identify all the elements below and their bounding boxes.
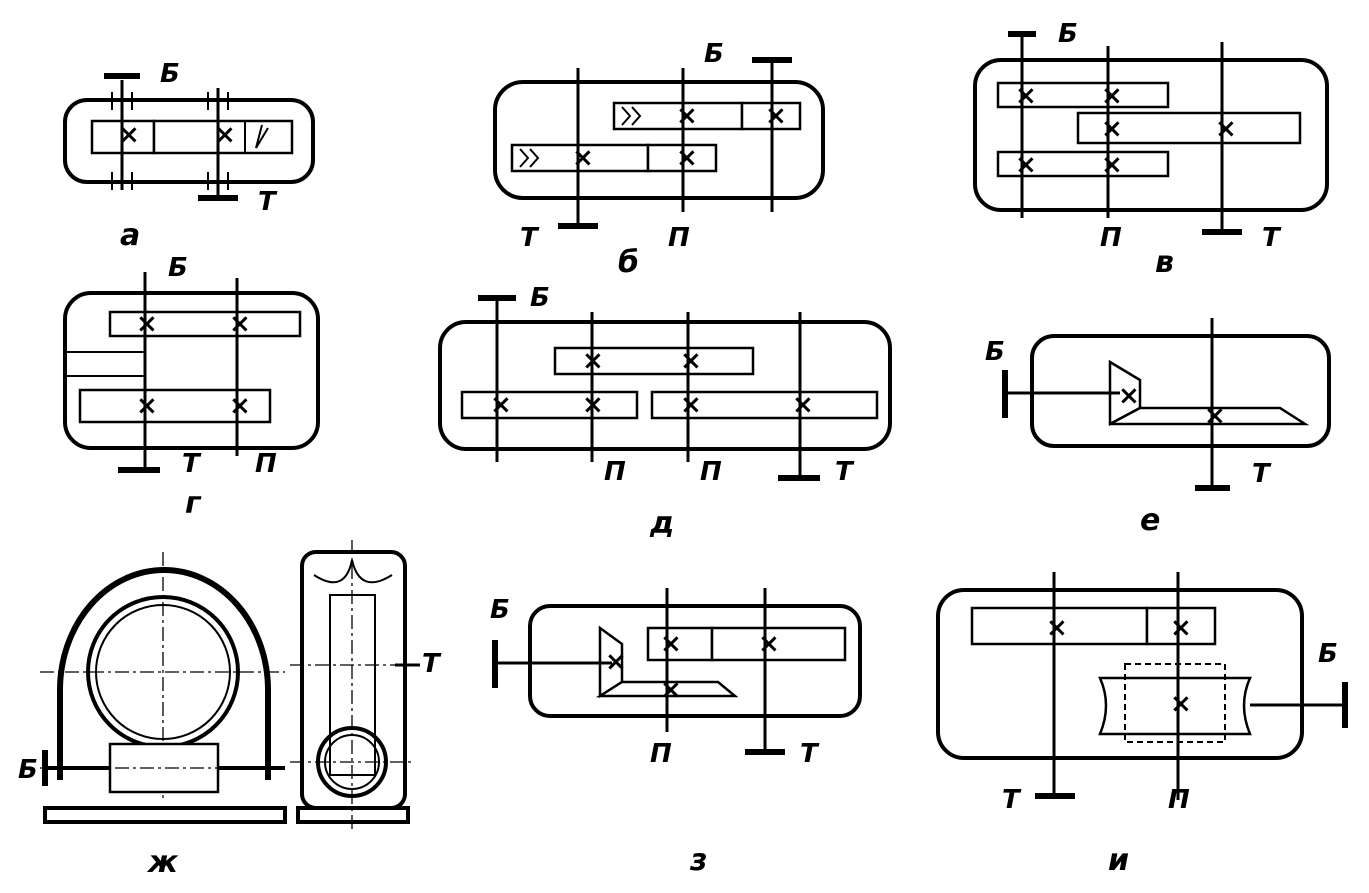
housing xyxy=(63,291,320,450)
bevel-gear xyxy=(1109,406,1310,426)
scheme-z: × × × × Б П Т з xyxy=(490,588,862,878)
gear-mark: × xyxy=(660,629,682,659)
label-input: Б xyxy=(985,337,1005,367)
label-intermediate: П xyxy=(650,739,672,769)
gear-mark: × xyxy=(1170,689,1192,719)
gear-mark: × xyxy=(582,390,604,420)
label-input: Б xyxy=(160,59,180,89)
gear xyxy=(996,150,1170,178)
housing xyxy=(438,320,892,451)
gear-mark: × xyxy=(758,629,780,659)
gear xyxy=(510,143,650,173)
housing-arc xyxy=(57,567,271,780)
gear xyxy=(996,81,1170,109)
gear-mark: × xyxy=(1046,613,1068,643)
label-input: Б xyxy=(168,253,188,283)
scheme-zh: Б Т ж xyxy=(18,540,442,880)
scheme-b: × × × × Б Т П б xyxy=(493,39,825,280)
label-output: Т xyxy=(800,739,820,769)
gear-mark: × xyxy=(605,647,627,677)
gear-mark: × xyxy=(660,675,682,705)
caption-zh: ж xyxy=(146,845,179,880)
housing xyxy=(493,80,825,200)
gear-mark: × xyxy=(1101,114,1123,144)
gear-mark: × xyxy=(1101,81,1123,111)
gear-mark: × xyxy=(572,143,594,173)
label-input: Б xyxy=(530,283,550,313)
gear-mark: × xyxy=(792,390,814,420)
worm-wheel xyxy=(1098,676,1252,736)
gear-mark: × xyxy=(1101,150,1123,180)
caption-e: е xyxy=(1140,503,1160,538)
label-output: Т xyxy=(1262,223,1282,253)
label-intermediate: П xyxy=(255,449,277,479)
scheme-g: × × × × Б Т П г xyxy=(63,253,320,521)
caption-z: з xyxy=(689,843,707,878)
gear-mark: × xyxy=(765,101,787,131)
gear-mark: × xyxy=(229,309,251,339)
caption-i: и xyxy=(1108,843,1129,878)
scheme-a: × × Б Т а xyxy=(63,59,315,253)
scheme-d: × × × × × × Б П П Т д xyxy=(438,283,892,541)
label-intermediate: П xyxy=(1100,223,1122,253)
scheme-i: × × × Б Т П и xyxy=(936,572,1348,878)
gear xyxy=(553,346,755,376)
gear-mark: × xyxy=(680,346,702,376)
gear-mark: × xyxy=(1170,613,1192,643)
gear-mark: × xyxy=(1215,114,1237,144)
label-intermediate: П xyxy=(604,457,626,487)
housing xyxy=(973,58,1329,212)
gear xyxy=(1145,606,1217,646)
label-intermediate: П xyxy=(700,457,722,487)
label-output: Т xyxy=(835,457,855,487)
label-output: Т xyxy=(1002,785,1022,815)
gear xyxy=(612,101,744,131)
gear-mark: × xyxy=(680,390,702,420)
label-output: Т xyxy=(182,449,202,479)
gear xyxy=(1076,111,1302,145)
gear-mark: × xyxy=(1015,81,1037,111)
gear-mark: × xyxy=(676,101,698,131)
gear-mark: × xyxy=(214,120,236,150)
housing xyxy=(1030,334,1331,448)
scheme-e: × × Б Т е xyxy=(985,318,1331,538)
label-input: Б xyxy=(1058,19,1078,49)
gear xyxy=(710,626,847,662)
gear-mark: × xyxy=(490,390,512,420)
gear-mark: × xyxy=(136,309,158,339)
scheme-v: × × × × × × Б П Т в xyxy=(973,19,1329,280)
caption-b: б xyxy=(618,245,639,280)
label-intermediate: П xyxy=(1168,785,1190,815)
gear-mark: × xyxy=(676,143,698,173)
label-output: Т xyxy=(1252,459,1272,489)
gear xyxy=(108,310,302,338)
caption-a: а xyxy=(120,218,140,253)
gear-mark: × xyxy=(1204,401,1226,431)
caption-g: г xyxy=(185,486,202,521)
gear-mark: × xyxy=(582,346,604,376)
gear-mark: × xyxy=(229,391,251,421)
base xyxy=(43,806,287,824)
gear-mark: × xyxy=(136,391,158,421)
housing xyxy=(63,98,315,184)
caption-d: д xyxy=(649,506,674,541)
label-output: Т xyxy=(520,223,540,253)
label-intermediate: П xyxy=(668,223,690,253)
gear-mark: × xyxy=(1118,381,1140,411)
gear xyxy=(152,119,294,155)
housing xyxy=(528,604,862,718)
label-output: Т xyxy=(258,187,278,217)
gear-mark: × xyxy=(118,120,140,150)
label-input: Б xyxy=(490,595,510,625)
label-input: Б xyxy=(18,755,38,785)
gear-mark: × xyxy=(1015,150,1037,180)
gear xyxy=(460,390,639,420)
housing xyxy=(936,588,1304,760)
label-input: Б xyxy=(1318,639,1338,669)
label-output: Т xyxy=(422,649,442,679)
caption-v: в xyxy=(1155,245,1174,280)
label-input: Б xyxy=(704,39,724,69)
